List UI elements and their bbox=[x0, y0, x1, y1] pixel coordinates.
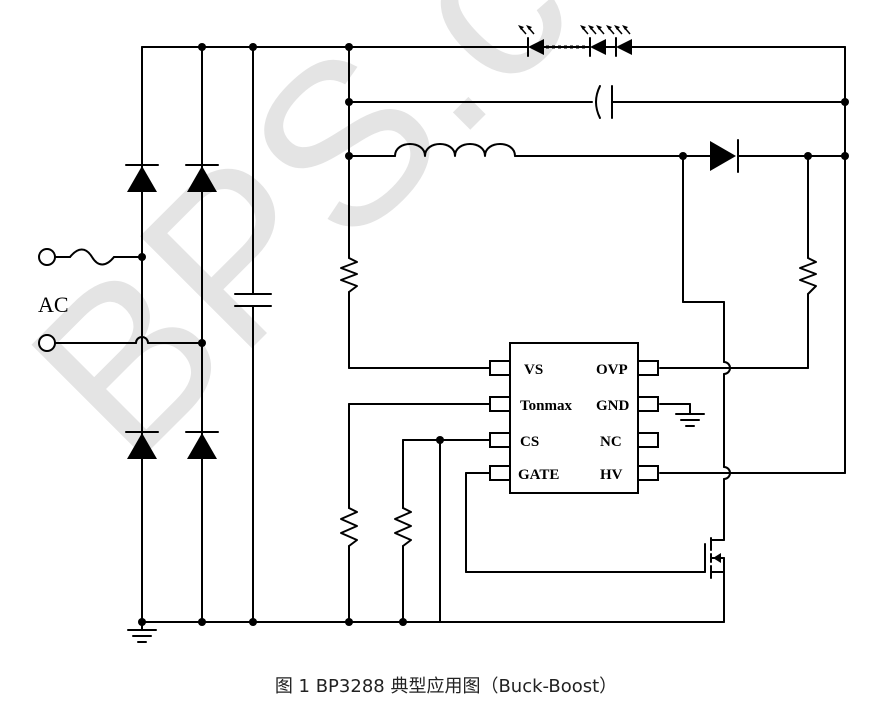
inductor bbox=[394, 143, 516, 157]
pin-label-gnd: GND bbox=[596, 398, 630, 414]
pin-box-tonmax bbox=[489, 396, 511, 412]
pin-label-cs: CS bbox=[520, 434, 539, 450]
junction-dots bbox=[138, 43, 849, 626]
figure-caption: 图 1 BP3288 典型应用图（Buck-Boost） bbox=[274, 676, 618, 697]
bulk-capacitor bbox=[234, 293, 272, 307]
pin-box-gate bbox=[489, 465, 511, 481]
ac-terminal-1 bbox=[38, 248, 56, 266]
mosfet bbox=[704, 537, 725, 579]
wiring bbox=[55, 46, 846, 631]
ac-label: AC bbox=[38, 292, 69, 317]
output-capacitor bbox=[595, 85, 613, 119]
ac-terminal-2 bbox=[38, 334, 56, 352]
pin-label-vs: VS bbox=[524, 362, 543, 378]
freewheel-diode bbox=[710, 139, 739, 173]
pin-box-ovp bbox=[637, 360, 659, 376]
buck-boost-schematic: BPS.com bbox=[0, 0, 849, 643]
bp3288-ic: VS Tonmax CS GATE OVP GND NC HV bbox=[489, 342, 659, 494]
ground-symbol-main bbox=[127, 629, 157, 643]
resistor-vs bbox=[340, 257, 358, 293]
pin-label-tonmax: Tonmax bbox=[520, 398, 572, 414]
pin-label-ovp: OVP bbox=[596, 362, 628, 378]
pin-box-nc bbox=[637, 432, 659, 448]
resistor-cs bbox=[394, 507, 412, 547]
pin-label-nc: NC bbox=[600, 434, 622, 450]
bridge-rectifier bbox=[125, 164, 219, 459]
watermark: BPS.com bbox=[0, 0, 843, 505]
led-string bbox=[518, 25, 632, 57]
pin-box-hv bbox=[637, 465, 659, 481]
pin-box-gnd bbox=[637, 396, 659, 412]
pin-label-gate: GATE bbox=[518, 467, 559, 483]
resistor-ovp bbox=[799, 257, 817, 295]
resistors bbox=[340, 257, 817, 547]
pin-box-cs bbox=[489, 432, 511, 448]
ground-symbol-ic bbox=[675, 413, 705, 427]
pin-box-vs bbox=[489, 360, 511, 376]
pin-label-hv: HV bbox=[600, 467, 623, 483]
resistor-tonmax bbox=[340, 507, 358, 547]
